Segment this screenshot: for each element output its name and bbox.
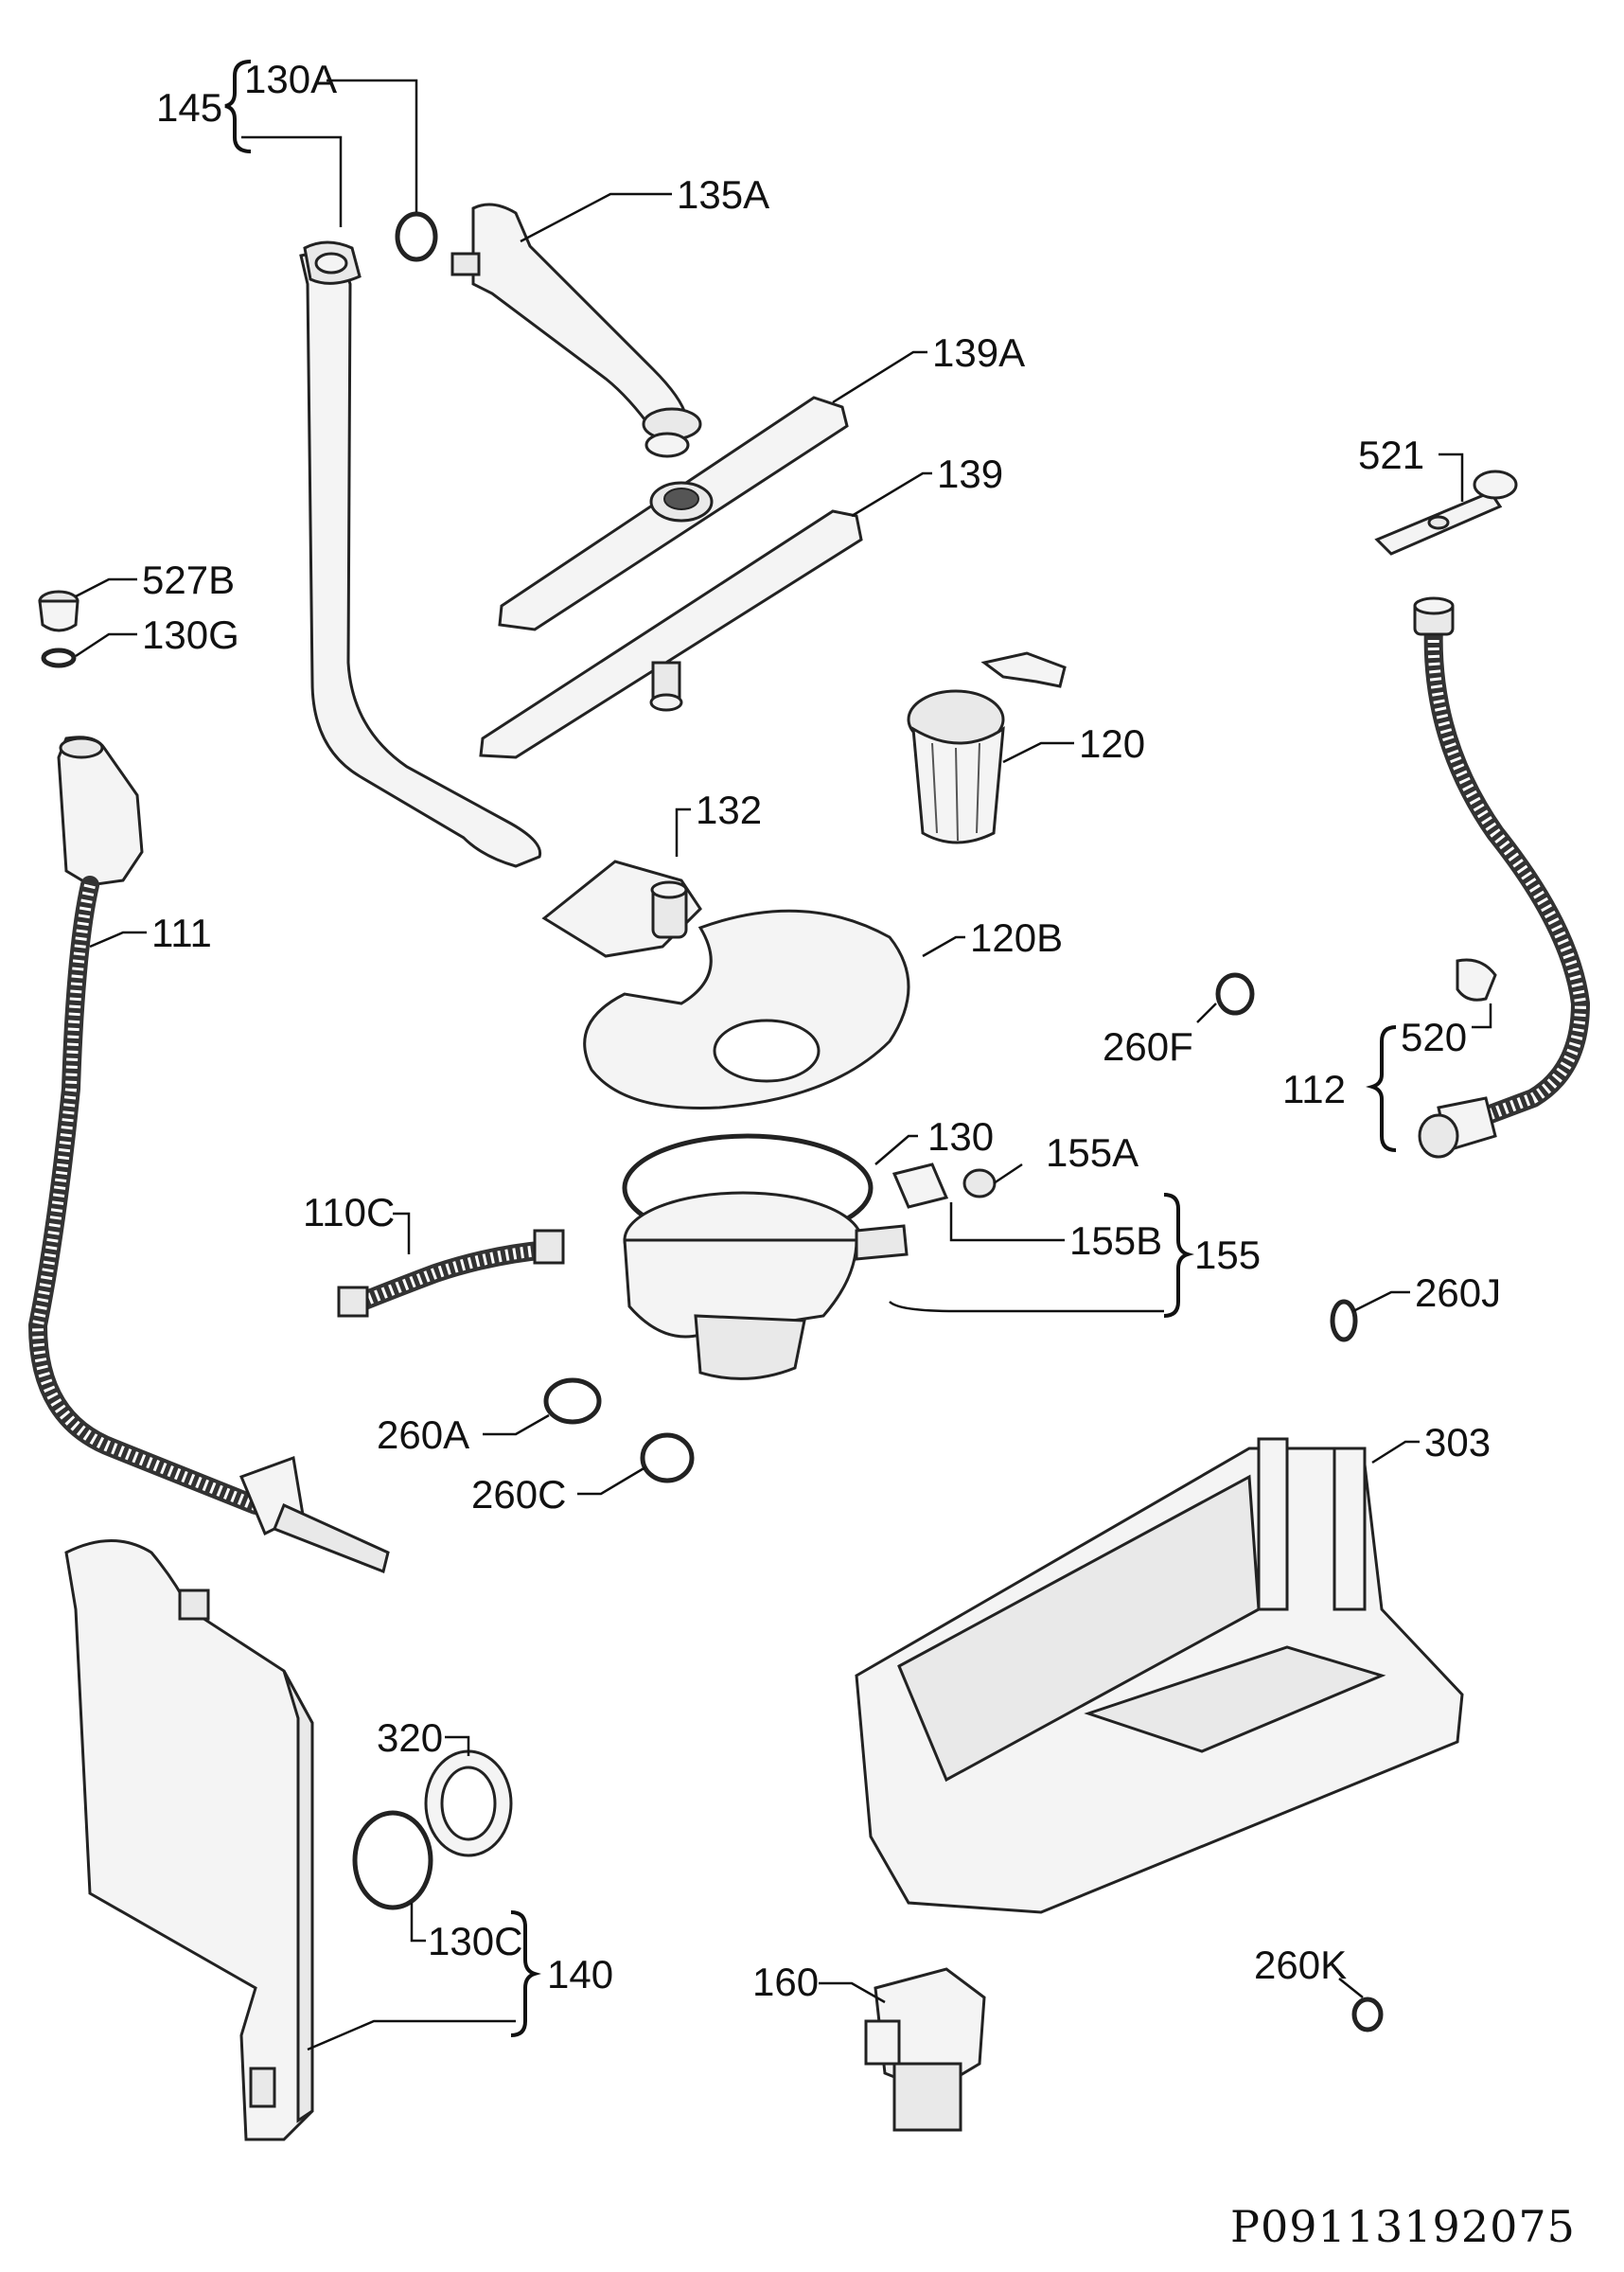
leader-120: [1002, 741, 1074, 764]
brace-140: [510, 1910, 541, 2037]
label-111: 111: [151, 911, 212, 955]
o-ring-130a-part: [395, 211, 438, 262]
leader-120b: [922, 935, 965, 958]
lower-spray-arm-part: [479, 509, 863, 759]
label-130a: 130A: [244, 57, 337, 101]
sump-part: [623, 1191, 909, 1380]
label-260c: 260C: [471, 1472, 566, 1517]
label-140: 140: [547, 1952, 613, 1997]
inlet-hose-part: [28, 736, 390, 1574]
drain-hose-part: [1413, 596, 1590, 1159]
leader-155b: [949, 1202, 1065, 1242]
seal-ring-130c-part: [352, 1810, 433, 1910]
leader-303: [1371, 1440, 1420, 1464]
leader-320: [445, 1735, 470, 1756]
washer-130g-part: [41, 648, 77, 668]
label-155a: 155A: [1046, 1130, 1139, 1175]
label-260a: 260A: [377, 1412, 469, 1457]
leader-111: [89, 931, 147, 949]
label-112: 112: [1282, 1067, 1346, 1111]
label-130c: 130C: [428, 1919, 522, 1963]
leader-145: [241, 135, 343, 227]
leader-140: [307, 2019, 516, 2051]
clamp-260c-part: [640, 1432, 695, 1483]
label-155b: 155B: [1069, 1218, 1162, 1263]
leader-130c: [410, 1903, 426, 1943]
label-120: 120: [1079, 721, 1145, 766]
cap-part: [38, 590, 79, 632]
clip-part: [1456, 958, 1497, 1002]
connecting-hose-part: [337, 1229, 565, 1318]
label-155: 155: [1194, 1233, 1261, 1277]
elbow-pipe-part: [450, 203, 702, 458]
valve-seal-part: [962, 1168, 997, 1198]
leader-260j: [1352, 1290, 1410, 1313]
side-panel-part: [64, 1539, 314, 2141]
leader-135a: [520, 192, 672, 243]
label-110c: 110C: [303, 1190, 395, 1234]
label-139a: 139A: [932, 330, 1025, 375]
leader-260c: [577, 1465, 646, 1496]
clamp-260a-part: [543, 1377, 602, 1425]
valve-cover-part: [891, 1163, 949, 1209]
leader-139a: [832, 350, 927, 404]
leader-260a: [483, 1413, 550, 1436]
label-260j: 260J: [1415, 1270, 1501, 1315]
label-521: 521: [1358, 433, 1424, 477]
upper-spray-arm-part: [498, 396, 849, 631]
leader-130g: [75, 632, 137, 658]
leader-160: [819, 1981, 886, 2004]
label-120b: 120B: [970, 915, 1063, 960]
label-132: 132: [696, 788, 762, 832]
leader-521: [1439, 453, 1464, 502]
clamp-260f-part: [1215, 972, 1255, 1016]
label-160: 160: [752, 1960, 819, 2004]
pump-part: [864, 1967, 986, 2132]
leader-139: [851, 471, 932, 518]
leader-130: [874, 1134, 918, 1165]
label-303: 303: [1424, 1420, 1491, 1464]
brace-155: [1163, 1193, 1194, 1318]
filter-plate-part: [583, 909, 910, 1109]
leader-527b: [75, 577, 137, 598]
label-527b: 527B: [142, 558, 235, 602]
leader-155a: [993, 1163, 1023, 1185]
brace-145: [224, 60, 252, 153]
leader-132: [675, 808, 691, 857]
brace-112: [1366, 1025, 1397, 1152]
leader-155: [889, 1301, 1164, 1313]
seal-part: [424, 1749, 513, 1857]
leader-260k: [1338, 1978, 1364, 1998]
filter-assembly-part: [907, 651, 1067, 844]
label-320: 320: [377, 1715, 443, 1760]
label-145: 145: [156, 85, 222, 130]
leader-260f: [1196, 1003, 1217, 1023]
label-139: 139: [937, 452, 1003, 496]
leader-520: [1472, 1003, 1492, 1029]
label-130g: 130G: [142, 612, 239, 657]
label-135a: 135A: [677, 172, 769, 217]
leader-110c: [393, 1212, 411, 1254]
upper-spray-pipe-part: [299, 240, 542, 868]
clamp-260j-part: [1330, 1299, 1358, 1342]
label-260k: 260K: [1254, 1943, 1347, 1987]
plug-part: [1374, 470, 1518, 556]
sensor-part: [541, 860, 702, 958]
base-frame-part: [855, 1437, 1464, 1914]
label-260f: 260F: [1103, 1024, 1193, 1069]
leader-130a: [327, 79, 418, 212]
label-520: 520: [1401, 1015, 1467, 1059]
drawing-code: P09113192075: [1230, 2201, 1576, 2252]
label-130: 130: [927, 1114, 994, 1159]
clamp-260k-part: [1351, 1997, 1384, 2032]
